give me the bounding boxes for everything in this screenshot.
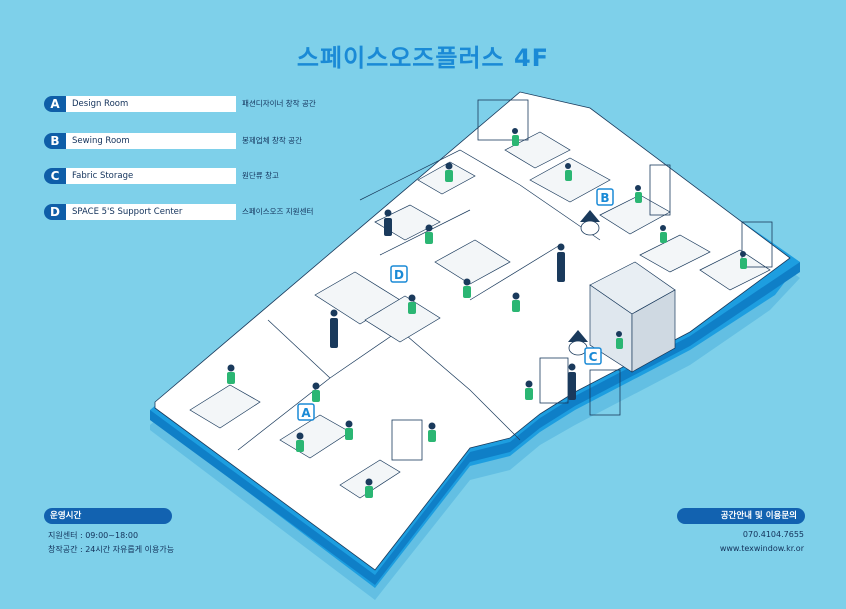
clothing-racks [391, 99, 773, 461]
legend-letter: C [44, 168, 66, 184]
legend-name: Sewing Room [66, 133, 236, 149]
legend-name: Fabric Storage [66, 168, 236, 184]
mascot-icon [568, 210, 600, 356]
zone-letter: B [600, 191, 609, 205]
zone-letter: D [394, 268, 404, 282]
hours-support: 지원센터 : 09:00~18:00 [48, 531, 139, 540]
hours-heading: 운영시간 [44, 508, 172, 524]
zone-letter: A [301, 406, 311, 420]
contact-heading: 공간안내 및 이용문의 [677, 508, 805, 524]
legend-letter: A [44, 96, 66, 112]
people [227, 128, 747, 498]
page-title: 스페이스오즈플러스 4F [296, 44, 550, 72]
legend-desc: 스페이스오즈 지원센터 [242, 207, 314, 216]
hours-creative: 창작공간 : 24시간 자유롭게 이용가능 [48, 545, 175, 554]
zone-letter: C [589, 350, 598, 364]
legend-item-support-center: D SPACE 5'S Support Center 스페이스오즈 지원센터 [44, 204, 313, 220]
zone-label-c: C [584, 347, 602, 365]
zone-label-d: D [390, 265, 408, 283]
interior-walls [237, 149, 601, 451]
zone-label-a: A [297, 403, 315, 421]
legend-desc: 원단류 창고 [242, 171, 279, 180]
legend-desc: 봉제업체 창작 공간 [242, 136, 302, 145]
legend-item-sewing-room: B Sewing Room 봉제업체 창작 공간 [44, 133, 302, 149]
contact-phone: 070.4104.7655 [742, 530, 804, 539]
legend-item-fabric-storage: C Fabric Storage 원단류 창고 [44, 168, 279, 184]
legend-letter: D [44, 204, 66, 220]
legend-name: SPACE 5'S Support Center [66, 204, 236, 220]
zone-label-b: B [596, 188, 614, 206]
legend-name: Design Room [66, 96, 236, 112]
legend-letter: B [44, 133, 66, 149]
legend-item-design-room: A Design Room 패션디자이너 창작 공간 [44, 96, 316, 112]
legend-desc: 패션디자이너 창작 공간 [242, 99, 316, 108]
contact-website: www.texwindow.kr.or [719, 544, 804, 553]
